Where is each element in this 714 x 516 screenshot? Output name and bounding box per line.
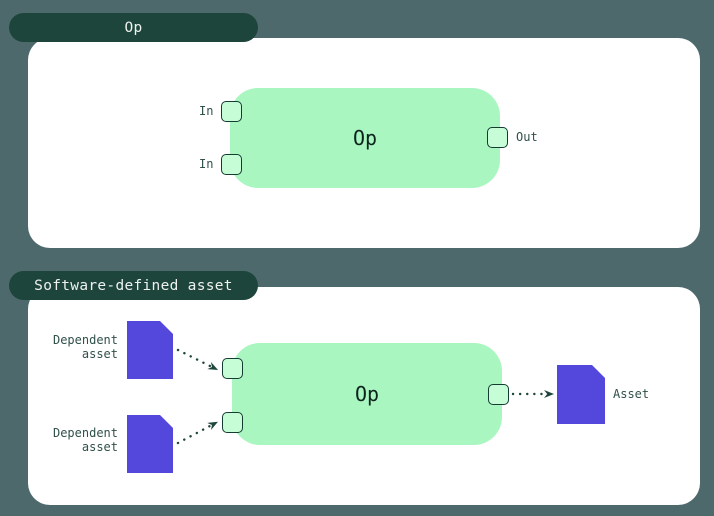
sda-input-handle-1 <box>222 358 243 379</box>
op-input-label-1: In <box>199 104 214 118</box>
op-output-handle <box>487 127 508 148</box>
dependent-asset-label-1: Dependent asset <box>52 333 118 361</box>
sda-section-title-tab: Software-defined asset <box>9 271 258 300</box>
sda-input-handle-2 <box>222 412 243 433</box>
op-input-label-2: In <box>199 157 214 171</box>
dependent-asset-doc-1 <box>127 321 173 379</box>
sda-output-handle <box>488 384 509 405</box>
op-section-title: Op <box>124 19 143 36</box>
sda-op-node-label: Op <box>354 382 380 406</box>
op-node: Op <box>230 88 500 188</box>
sda-op-node: Op <box>232 343 502 445</box>
op-output-label: Out <box>516 130 538 144</box>
op-input-handle-1 <box>221 101 242 122</box>
asset-label: Asset <box>613 387 650 401</box>
op-input-handle-2 <box>221 154 242 175</box>
dependent-asset-doc-2 <box>127 415 173 473</box>
op-section-title-tab: Op <box>9 13 258 42</box>
sda-section-title: Software-defined asset <box>34 277 233 294</box>
asset-doc <box>557 365 605 424</box>
dependent-asset-label-2: Dependent asset <box>52 426 118 454</box>
op-node-label: Op <box>352 126 378 150</box>
